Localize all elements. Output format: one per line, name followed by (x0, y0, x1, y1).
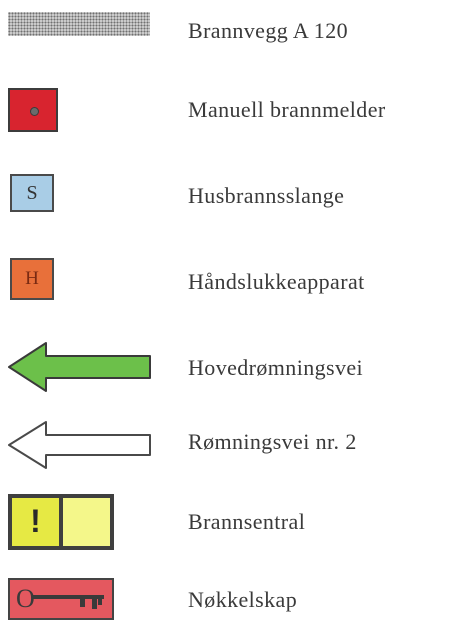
key-cabinet-icon: O (8, 578, 114, 620)
legend-label: Manuell brannmelder (188, 97, 386, 122)
key-shaft-icon (32, 595, 104, 609)
legend-row-main-escape: Hovedrømningsvei (0, 336, 472, 400)
legend-row-hose-reel: S Husbrannsslange (0, 170, 472, 220)
legend-label: Nøkkelskap (188, 587, 298, 612)
legend-label: Rømningsvei nr. 2 (188, 429, 357, 454)
legend-label: Brannvegg A 120 (188, 18, 348, 43)
legend-label: Hovedrømningsvei (188, 355, 364, 380)
hose-reel-icon: S (10, 174, 54, 212)
legend-row-extinguisher: H Håndslukkeapparat (0, 254, 472, 304)
fire-panel-warning-cell: ! (12, 498, 59, 546)
legend-row-firewall: Brannvegg A 120 (0, 0, 472, 56)
key-ring-letter: O (16, 584, 35, 613)
legend-label: Husbrannsslange (188, 183, 345, 208)
firewall-hatch-icon (8, 12, 150, 36)
legend-label: Brannsentral (188, 509, 306, 534)
legend-row-manual-call-point: Manuell brannmelder (0, 80, 472, 140)
fire-panel-icon: ! (8, 494, 114, 550)
main-escape-arrow-icon (8, 342, 151, 392)
legend-row-secondary-escape: Rømningsvei nr. 2 (0, 414, 472, 474)
extinguisher-icon: H (10, 258, 54, 300)
manual-call-point-icon (8, 88, 58, 132)
extinguisher-letter: H (25, 268, 39, 289)
legend-label: Håndslukkeapparat (188, 269, 365, 294)
legend-row-fire-panel: ! Brannsentral (0, 490, 472, 554)
fire-panel-blank-cell (63, 498, 110, 546)
secondary-escape-arrow-icon (8, 421, 151, 469)
hose-reel-letter: S (26, 182, 38, 204)
exclamation-icon: ! (30, 503, 41, 539)
legend-row-key-cabinet: O Nøkkelskap (0, 572, 472, 626)
